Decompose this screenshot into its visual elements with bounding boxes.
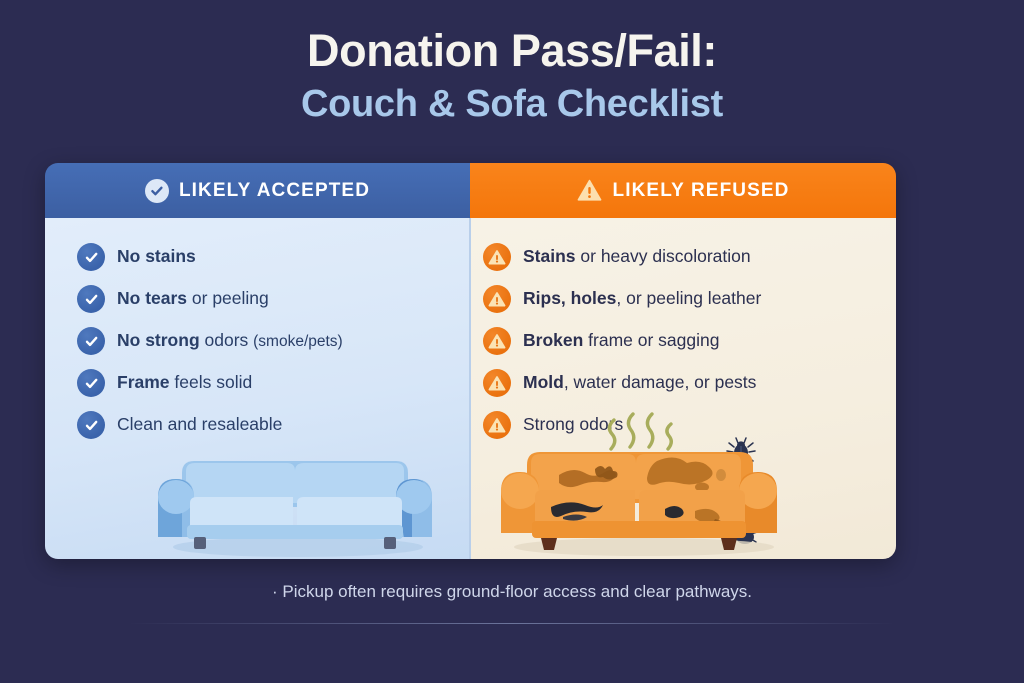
list-item-label: Rips, holes, or peeling leather (523, 288, 762, 309)
list-item-label: No stains (117, 246, 196, 267)
list-item: Mold, water damage, or pests (471, 362, 896, 404)
list-item-label: Mold, water damage, or pests (523, 372, 757, 393)
column-refused: Stains or heavy discoloration (469, 218, 896, 559)
refused-list: Stains or heavy discoloration (471, 236, 896, 446)
card-body-row: No stains No tears or peeling (45, 218, 896, 559)
header-accepted-label: LIKELY ACCEPTED (178, 179, 371, 201)
list-item: Stains or heavy discoloration (471, 236, 896, 278)
check-circle-icon (77, 327, 105, 355)
check-circle-icon (77, 411, 105, 439)
list-item: No tears or peeling (45, 278, 469, 320)
check-circle-icon (77, 285, 105, 313)
check-circle-icon (144, 178, 169, 203)
list-item-label: Stains or heavy discoloration (523, 246, 751, 267)
list-item: No stains (45, 236, 469, 278)
check-circle-icon (77, 369, 105, 397)
warning-circle-icon (483, 285, 511, 313)
clean-blue-sofa-illustration (158, 461, 432, 557)
comparison-card: LIKELY ACCEPTED LIKELY REFUSED (45, 163, 896, 559)
list-item-label: Strong odors (523, 414, 624, 435)
page-title: Donation Pass/Fail: Couch & Sofa Checkli… (0, 28, 1024, 123)
list-item-label: Clean and resaleable (117, 414, 283, 435)
footer-divider (128, 623, 896, 624)
header-refused-label: LIKELY REFUSED (612, 179, 790, 201)
warning-triangle-icon (577, 179, 603, 203)
list-item-label: Frame feels solid (117, 372, 253, 393)
list-item: Rips, holes, or peeling leather (471, 278, 896, 320)
list-item-label: Broken frame or sagging (523, 330, 720, 351)
list-item-label: No strong odors (smoke/pets) (117, 330, 343, 351)
warning-circle-icon (483, 327, 511, 355)
warning-circle-icon (483, 411, 511, 439)
warning-circle-icon (483, 243, 511, 271)
list-item: Broken frame or sagging (471, 320, 896, 362)
title-sub: Couch & Sofa Checklist (300, 83, 724, 125)
warning-circle-icon (483, 369, 511, 397)
header-accepted: LIKELY ACCEPTED (45, 163, 470, 218)
column-accepted: No stains No tears or peeling (45, 218, 469, 559)
list-item-label: No tears or peeling (117, 288, 269, 309)
list-item: Frame feels solid (45, 362, 469, 404)
list-item: No strong odors (smoke/pets) (45, 320, 469, 362)
list-item: Strong odors (471, 404, 896, 446)
odor-squiggles-icon (607, 412, 673, 451)
check-circle-icon (77, 243, 105, 271)
damaged-orange-sofa-illustration (501, 452, 777, 556)
header-refused: LIKELY REFUSED (470, 163, 896, 218)
list-item: Clean and resaleable (45, 404, 469, 446)
footer-note: · Pickup often requires ground-floor acc… (271, 582, 753, 601)
title-main: Donation Pass/Fail: (307, 25, 717, 76)
accepted-list: No stains No tears or peeling (45, 236, 469, 446)
card-header-row: LIKELY ACCEPTED LIKELY REFUSED (45, 163, 896, 218)
